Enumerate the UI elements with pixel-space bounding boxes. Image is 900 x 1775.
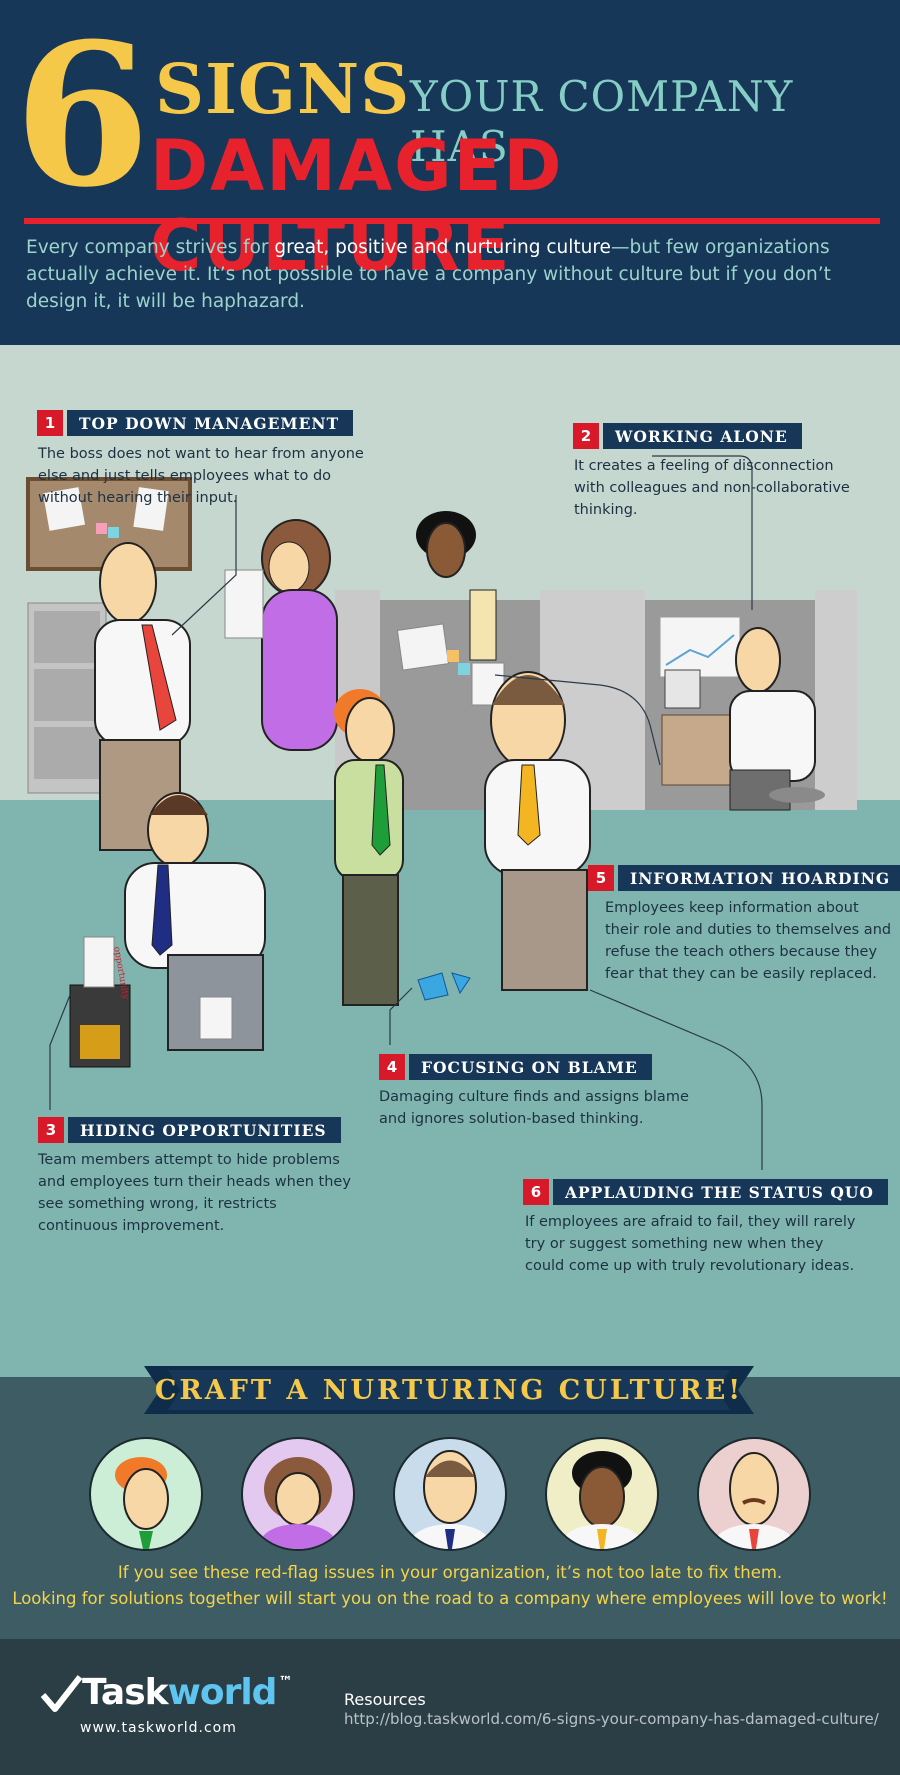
title-your-company: YOUR COMPANY HAS: [410, 72, 794, 171]
checkmark-icon: [40, 1674, 82, 1712]
woman-character: [224, 519, 338, 751]
held-document: [471, 662, 505, 706]
sticky-note: [447, 650, 459, 662]
sign-1-description: The boss does not want to hear from anyo…: [38, 446, 364, 506]
sign-2-title: WORKING ALONE: [603, 423, 802, 449]
sign-6-description: If employees are afraid to fail, they wi…: [525, 1214, 856, 1274]
closing-line-1: If you see these red-flag issues in your…: [117, 1563, 783, 1582]
angry-manager-character: [484, 671, 591, 991]
cabinet-drawer: [34, 669, 100, 721]
sign-4-description: Damaging culture finds and assigns blame…: [379, 1089, 689, 1127]
desk-worker-character: [729, 627, 825, 811]
computer-monitor: [664, 669, 701, 709]
pinned-paper: [396, 623, 450, 671]
sign-4-title: FOCUSING ON BLAME: [409, 1054, 652, 1080]
sticky-note: [458, 663, 470, 675]
website-link[interactable]: www.taskworld.com: [80, 1720, 237, 1736]
chart-poster: [659, 616, 741, 678]
trademark-symbol: ™: [278, 1673, 293, 1690]
sign-5-number: 5: [588, 865, 614, 891]
cabinet-drawer: [34, 727, 100, 779]
cabinet-drawer: [34, 611, 100, 663]
cubicle-panel: [815, 590, 857, 810]
sign-6-title: APPLAUDING THE STATUS QUO: [553, 1179, 888, 1205]
sign-5-description: Employees keep information about their r…: [605, 900, 892, 982]
sign-2-description: It creates a feeling of disconnection wi…: [574, 458, 850, 518]
sign-3-title: HIDING OPPORTUNITIES: [68, 1117, 341, 1143]
shredding-character: [124, 792, 266, 1051]
logo-wordmark: Taskworld: [82, 1672, 277, 1713]
office-illustration: [26, 455, 857, 1170]
footer: [0, 1639, 900, 1775]
sign-5-heading: 5 INFORMATION HOARDING: [588, 865, 900, 891]
big-six-number: 6: [14, 1, 150, 231]
sign-5-title: INFORMATION HOARDING: [618, 865, 900, 891]
sign-2-heading: 2 WORKING ALONE: [573, 423, 802, 449]
sign-1-number: 1: [37, 410, 63, 436]
sign-6-heading: 6 APPLAUDING THE STATUS QUO: [523, 1179, 888, 1205]
craft-banner-text: CRAFT A NURTURING CULTURE!: [154, 1374, 744, 1406]
shredded-paper: [83, 936, 115, 988]
intro-paragraph: Every company strives for great, positiv…: [26, 237, 831, 312]
taskworld-logo[interactable]: Taskworld ™: [40, 1672, 292, 1713]
avatar-boss: [697, 1437, 811, 1551]
avatar-angry-manager: [393, 1437, 507, 1551]
title-signs: SIGNS: [155, 50, 411, 130]
broken-mug: [417, 972, 449, 1001]
sign-3-description: Team members attempt to hide problems an…: [38, 1152, 351, 1234]
avatar-orange-hair: [89, 1437, 203, 1551]
sign-4-heading: 4 FOCUSING ON BLAME: [379, 1054, 652, 1080]
sign-2-number: 2: [573, 423, 599, 449]
paper-stack: [224, 569, 264, 639]
sign-3-heading: 3 HIDING OPPORTUNITIES: [38, 1117, 341, 1143]
orange-haired-character: [334, 689, 404, 1006]
resources-label: Resources: [344, 1690, 426, 1709]
closing-message: If you see these red-flag issues in your…: [0, 1560, 900, 1612]
title-underline: [24, 218, 880, 224]
sign-3-number: 3: [38, 1117, 64, 1143]
intro-emphasis: great, positive and nurturing culture: [274, 237, 611, 258]
peeking-character: [416, 511, 505, 706]
sign-1-heading: 1 TOP DOWN MANAGEMENT: [37, 410, 354, 436]
avatar-curly-hair: [545, 1437, 659, 1551]
header: [0, 0, 900, 345]
sign-4-number: 4: [379, 1054, 405, 1080]
closing-line-2: Looking for solutions together will star…: [12, 1589, 888, 1608]
avatar-woman: [241, 1437, 355, 1551]
resources-link[interactable]: http://blog.taskworld.com/6-signs-your-c…: [344, 1710, 879, 1728]
sign-1-title: TOP DOWN MANAGEMENT: [67, 410, 354, 436]
sign-6-number: 6: [523, 1179, 549, 1205]
craft-banner-ribbon: [144, 1366, 754, 1414]
